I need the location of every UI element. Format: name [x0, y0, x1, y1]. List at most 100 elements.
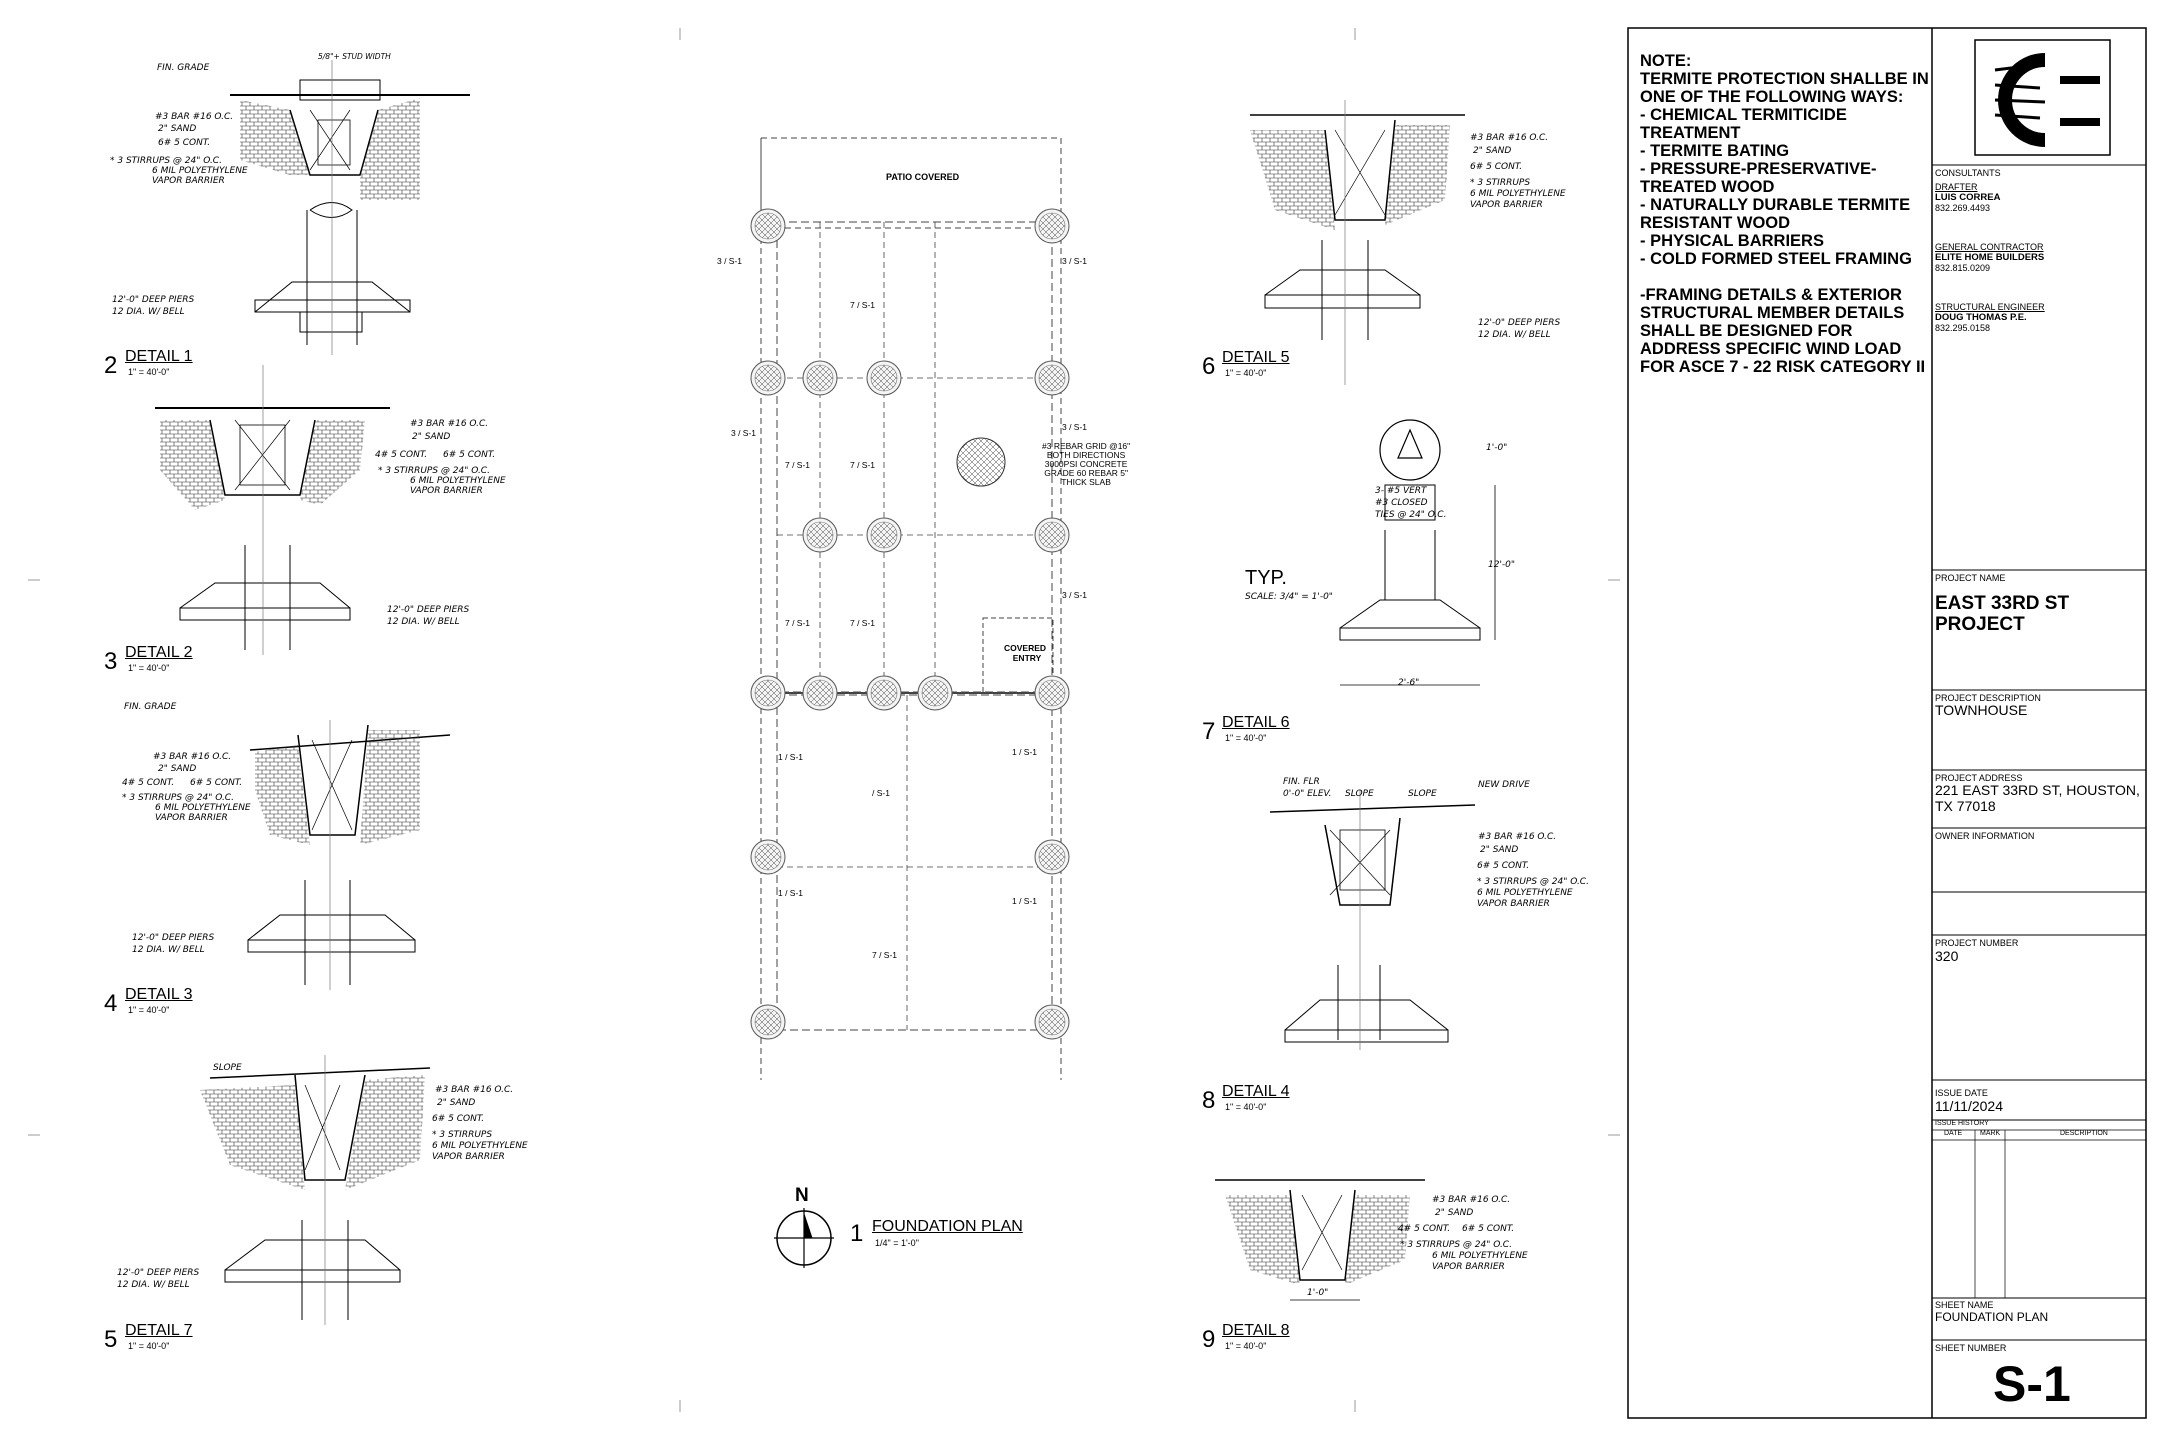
callout-poly: 6 MIL POLYETHYLENE	[1470, 189, 1566, 199]
sheet-number-label: SHEET NUMBER	[1935, 1343, 2007, 1353]
callout-piers: 12'-0" DEEP PIERS	[117, 1268, 200, 1278]
callout-fin-grade: FIN. GRADE	[124, 702, 177, 712]
history-mark-header: MARK	[1980, 1130, 2001, 1137]
callout-stirrups: * 3 STIRRUPS @ 24" O.C.	[1477, 877, 1589, 887]
callout-stirrups: * 3 STIRRUPS @ 24" O.C.	[1400, 1240, 1512, 1250]
plan-scale: 1/4" = 1'-0"	[875, 1238, 919, 1248]
note-line: TREATMENT	[1640, 124, 1741, 142]
callout-sand: 2" SAND	[412, 432, 451, 442]
rebar-note-line: #3 REBAR GRID @16"	[1042, 441, 1131, 451]
sheet-number: S-1	[1993, 1356, 2071, 1412]
section-callout: 3 / S-1	[717, 256, 743, 266]
note-line: ONE OF THE FOLLOWING WAYS:	[1640, 88, 1904, 106]
rebar-note-line: THICK SLAB	[1061, 477, 1111, 487]
project-name-line-1: EAST 33RD ST	[1935, 593, 2070, 614]
callout-piers: 12'-0" DEEP PIERS	[132, 933, 215, 943]
detail-2-scale: 1" = 40'-0"	[128, 663, 170, 673]
callout-fin-flr: FIN. FLR	[1283, 777, 1320, 787]
callout-bell: 12 DIA. W/ BELL	[112, 307, 185, 317]
callout-bar: #3 BAR #16 O.C.	[155, 112, 234, 122]
section-callout: 3 / S-1	[1062, 422, 1088, 432]
detail-5-scale: 1" = 40'-0"	[1225, 368, 1267, 378]
note-line: NOTE:	[1640, 52, 1692, 70]
project-number-label: PROJECT NUMBER	[1935, 938, 2019, 948]
callout-bar: #3 BAR #16 O.C.	[1432, 1195, 1511, 1205]
callout-slope-2: SLOPE	[1408, 789, 1437, 799]
callout-vapor: VAPOR BARRIER	[155, 813, 228, 823]
typ-scale: SCALE: 3/4" = 1'-0"	[1245, 592, 1333, 602]
covered-entry-line-1: COVERED	[1004, 643, 1047, 653]
callout-sand: 2" SAND	[1435, 1208, 1474, 1218]
note-line: - TERMITE BATING	[1640, 142, 1790, 160]
callout-sand: 2" SAND	[437, 1098, 476, 1108]
callout-stirrups: * 3 STIRRUPS @ 24" O.C.	[122, 793, 234, 803]
callout-cont4: 4# 5 CONT.	[122, 778, 175, 788]
plan-title: FOUNDATION PLAN	[872, 1218, 1023, 1235]
section-callout: 3 / S-1	[1062, 590, 1088, 600]
section-callout: 3 / S-1	[731, 428, 757, 438]
callout-sand: 2" SAND	[158, 124, 197, 134]
callout-vapor: VAPOR BARRIER	[1432, 1262, 1505, 1272]
callout-piers: 12'-0" DEEP PIERS	[1478, 318, 1561, 328]
dim-two-six: 2'-6"	[1398, 678, 1420, 688]
callout-bar: #3 BAR #16 O.C.	[410, 419, 489, 429]
gc-phone: 832.815.0209	[1935, 263, 1991, 273]
detail-3-number: 4	[104, 990, 118, 1017]
sheet-name: FOUNDATION PLAN	[1935, 1310, 2049, 1324]
callout-cont6: 6# 5 CONT.	[190, 778, 243, 788]
callout-poly: 6 MIL POLYETHYLENE	[410, 476, 506, 486]
detail-5-number: 6	[1202, 353, 1216, 380]
callout-new-drive: NEW DRIVE	[1478, 780, 1530, 790]
detail-8-scale: 1" = 40'-0"	[1225, 1341, 1267, 1351]
title-block-frame	[1627, 27, 2147, 1419]
callout-poly: 6 MIL POLYETHYLENE	[1432, 1251, 1528, 1261]
callout-sand: 2" SAND	[1480, 845, 1519, 855]
typ-pier-graphic	[1339, 419, 1496, 686]
rebar-note-line: GRADE 60 REBAR 5"	[1044, 468, 1128, 478]
gc-name: ELITE HOME BUILDERS	[1935, 252, 2045, 263]
callout-slope: SLOPE	[1345, 789, 1374, 799]
rebar-note-line: BOTH DIRECTIONS	[1046, 450, 1126, 460]
section-callout: 7 / S-1	[850, 460, 876, 470]
detail-6-scale: 1" = 40'-0"	[1225, 733, 1267, 743]
callout-bar: #3 BAR #16 O.C.	[153, 752, 232, 762]
note-line: - PHYSICAL BARRIERS	[1640, 232, 1824, 250]
callout-cont6: 6# 5 CONT.	[443, 450, 496, 460]
callout-bell: 12 DIA. W/ BELL	[387, 617, 460, 627]
note-line: -FRAMING DETAILS & EXTERIOR	[1640, 286, 1902, 304]
se-name: DOUG THOMAS P.E.	[1935, 312, 2027, 323]
callout-vapor: VAPOR BARRIER	[1477, 899, 1550, 909]
callout-piers: 12'-0" DEEP PIERS	[387, 605, 470, 615]
patio-outline	[760, 137, 1062, 229]
callout-bell: 12 DIA. W/ BELL	[117, 1280, 190, 1290]
se-label: STRUCTURAL ENGINEER	[1935, 302, 2045, 312]
note-line: - NATURALLY DURABLE TERMITE	[1640, 196, 1911, 214]
covered-entry-label: COVERED ENTRY	[1004, 643, 1046, 663]
sheet-name-label: SHEET NAME	[1935, 1300, 1994, 1310]
drafter-name: LUIS CORREA	[1935, 192, 2001, 203]
section-callout: 7 / S-1	[850, 618, 876, 628]
dim-one-foot: 1'-0"	[1307, 1288, 1329, 1298]
dim-twelve-feet: 12'-0"	[1488, 560, 1516, 570]
callout-stud-width: 5/8"+ STUD WIDTH	[318, 52, 391, 61]
callout-stirrups: * 3 STIRRUPS @ 24" O.C.	[110, 156, 222, 166]
callout-bar: #3 BAR #16 O.C.	[1478, 832, 1557, 842]
callout-poly: 6 MIL POLYETHYLENE	[155, 803, 251, 813]
callout-piers: 12'-0" DEEP PIERS	[112, 295, 195, 305]
detail-5-title: DETAIL 5	[1222, 349, 1290, 366]
se-phone: 832.295.0158	[1935, 323, 1991, 333]
covered-entry-line-2: ENTRY	[1012, 653, 1042, 663]
callout-cont: 6# 5 CONT.	[158, 138, 211, 148]
consultants-label: CONSULTANTS	[1935, 168, 2001, 178]
detail-6-title: DETAIL 6	[1222, 714, 1290, 731]
section-callout: 7 / S-1	[785, 460, 811, 470]
callout-fin-grade: FIN. GRADE	[157, 63, 210, 73]
note-line: TREATED WOOD	[1640, 178, 1775, 196]
callout-bell: 12 DIA. W/ BELL	[1478, 330, 1551, 340]
callout-stirrups: * 3 STIRRUPS @ 24" O.C.	[378, 466, 490, 476]
note-line: - CHEMICAL TERMITICIDE	[1640, 106, 1847, 124]
callout-bell: 12 DIA. W/ BELL	[132, 945, 205, 955]
callout-elev: 0'-0" ELEV.	[1283, 789, 1332, 799]
